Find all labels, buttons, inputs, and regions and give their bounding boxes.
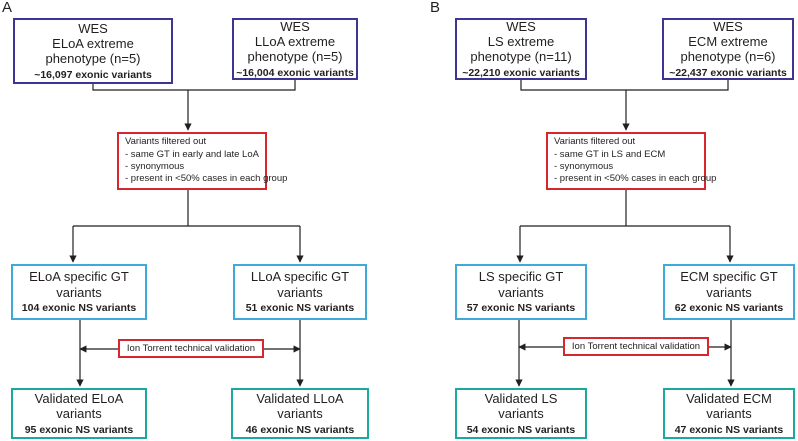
filter-box-b: Variants filtered out - same GT in LS an…: [546, 132, 716, 190]
validation-box-b: Ion Torrent technical validation: [563, 337, 709, 356]
specific-box-lloa: LLoA specific GT variants 51 exonic NS v…: [233, 264, 367, 320]
validated-count: 54 exonic NS variants: [466, 423, 576, 436]
panel-label-a: A: [2, 0, 13, 16]
specific-line: variants: [498, 284, 544, 300]
panel-label-b: B: [430, 0, 441, 16]
input-count: ~16,097 exonic variants: [34, 68, 152, 81]
validated-box-ls: Validated LS variants 54 exonic NS varia…: [455, 388, 587, 439]
specific-line: ELoA specific GT: [29, 269, 129, 285]
validated-box-eloa: Validated ELoA variants 95 exonic NS var…: [11, 388, 147, 439]
input-box-ls: WES LS extreme phenotype (n=11) ~22,210 …: [455, 18, 587, 80]
validation-box-a: Ion Torrent technical validation: [118, 339, 264, 358]
validated-line: variants: [498, 406, 544, 422]
specific-box-ecm: ECM specific GT variants 62 exonic NS va…: [663, 264, 795, 320]
validated-line: variants: [706, 406, 752, 422]
filter-item: - same GT in early and late LoA: [125, 148, 259, 160]
specific-count: 104 exonic NS variants: [21, 302, 137, 315]
input-line: WES: [506, 18, 536, 34]
input-box-ecm: WES ECM extreme phenotype (n=6) ~22,437 …: [662, 18, 794, 80]
validated-box-lloa: Validated LLoA variants 46 exonic NS var…: [231, 388, 369, 439]
input-line: WES: [78, 20, 108, 36]
specific-box-ls: LS specific GT variants 57 exonic NS var…: [455, 264, 587, 320]
input-box-eloa: WES ELoA extreme phenotype (n=5) ~16,097…: [13, 18, 173, 84]
input-line: phenotype (n=6): [680, 49, 776, 65]
input-count: ~22,210 exonic variants: [462, 66, 580, 79]
filter-item: - synonymous: [125, 161, 185, 172]
input-line: phenotype (n=5): [45, 51, 141, 67]
filter-box-a: Variants filtered out - same GT in early…: [117, 132, 287, 190]
specific-line: variants: [56, 284, 102, 300]
validated-line: variants: [277, 406, 323, 422]
validated-count: 95 exonic NS variants: [24, 423, 134, 436]
specific-count: 51 exonic NS variants: [245, 302, 355, 315]
specific-line: LLoA specific GT: [250, 269, 350, 285]
specific-line: variants: [277, 284, 323, 300]
specific-box-eloa: ELoA specific GT variants 104 exonic NS …: [11, 264, 147, 320]
filter-title: Variants filtered out: [125, 136, 207, 148]
validated-line: Validated ELoA: [34, 390, 124, 406]
input-line: ECM extreme: [688, 34, 768, 50]
input-join-line-b: [520, 80, 729, 91]
input-line: WES: [280, 18, 310, 34]
input-line: phenotype (n=11): [470, 49, 572, 65]
input-line: LS extreme: [487, 34, 555, 50]
input-line: ELoA extreme: [52, 36, 134, 52]
input-line: WES: [713, 18, 743, 34]
validated-line: Validated LLoA: [256, 390, 344, 406]
input-count: ~22,437 exonic variants: [669, 66, 787, 79]
filter-item: - present in <50% cases in each group: [125, 173, 288, 185]
input-line: LLoA extreme: [254, 34, 336, 50]
validated-line: Validated ECM: [686, 390, 772, 406]
input-count: ~16,004 exonic variants: [236, 66, 354, 79]
specific-line: ECM specific GT: [680, 269, 778, 285]
specific-line: variants: [706, 284, 752, 300]
input-box-lloa: WES LLoA extreme phenotype (n=5) ~16,004…: [232, 18, 358, 80]
filter-item: - synonymous: [554, 161, 614, 172]
filter-title: Variants filtered out: [554, 136, 636, 148]
validated-count: 46 exonic NS variants: [245, 423, 355, 436]
specific-count: 57 exonic NS variants: [466, 302, 576, 315]
validated-count: 47 exonic NS variants: [674, 423, 784, 436]
validated-line: variants: [56, 406, 102, 422]
filter-item: - same GT in LS and ECM: [554, 148, 666, 160]
specific-line: LS specific GT: [478, 269, 564, 285]
validated-line: Validated LS: [484, 390, 558, 406]
input-line: phenotype (n=5): [247, 49, 343, 65]
specific-count: 62 exonic NS variants: [674, 302, 784, 315]
filter-item: - present in <50% cases in each group: [554, 173, 717, 185]
validated-box-ecm: Validated ECM variants 47 exonic NS vari…: [663, 388, 795, 439]
